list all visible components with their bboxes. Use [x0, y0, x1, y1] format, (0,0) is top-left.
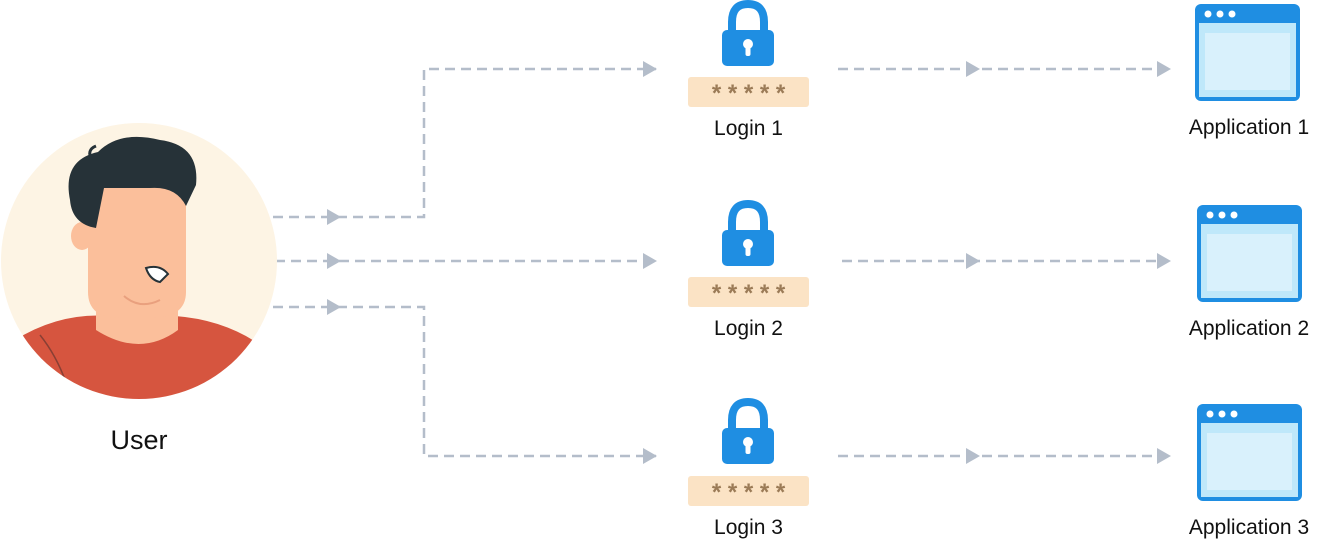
password-field — [688, 77, 809, 107]
application-3-label: Application 3 — [1189, 516, 1309, 539]
connector-login-1-app-1 — [838, 61, 1171, 77]
application-1-label: Application 1 — [1189, 116, 1309, 139]
connector-login-3-app-3 — [838, 448, 1171, 464]
user-label: User — [110, 425, 167, 455]
password-mask: * * * * * — [712, 280, 786, 307]
padlock-icon — [722, 397, 774, 464]
padlock-icon — [722, 0, 774, 66]
connector-user-login-1 — [273, 61, 657, 225]
user-avatar — [1, 123, 277, 399]
connector-user-login-2 — [275, 253, 657, 269]
password-field — [688, 277, 809, 307]
password-mask: * * * * * — [712, 80, 786, 107]
login-3-label: Login 3 — [714, 516, 783, 539]
connector-user-login-3 — [273, 299, 657, 464]
browser-window-icon — [1197, 404, 1302, 501]
padlock-icon — [722, 199, 774, 266]
application-2-label: Application 2 — [1189, 317, 1309, 340]
login-2-label: Login 2 — [714, 317, 783, 340]
login-1-label: Login 1 — [714, 117, 783, 140]
password-mask: * * * * * — [712, 479, 786, 506]
connector-login-2-app-2 — [842, 253, 1171, 269]
password-field — [688, 476, 809, 506]
browser-window-icon — [1197, 205, 1302, 302]
browser-window-icon — [1195, 4, 1300, 101]
